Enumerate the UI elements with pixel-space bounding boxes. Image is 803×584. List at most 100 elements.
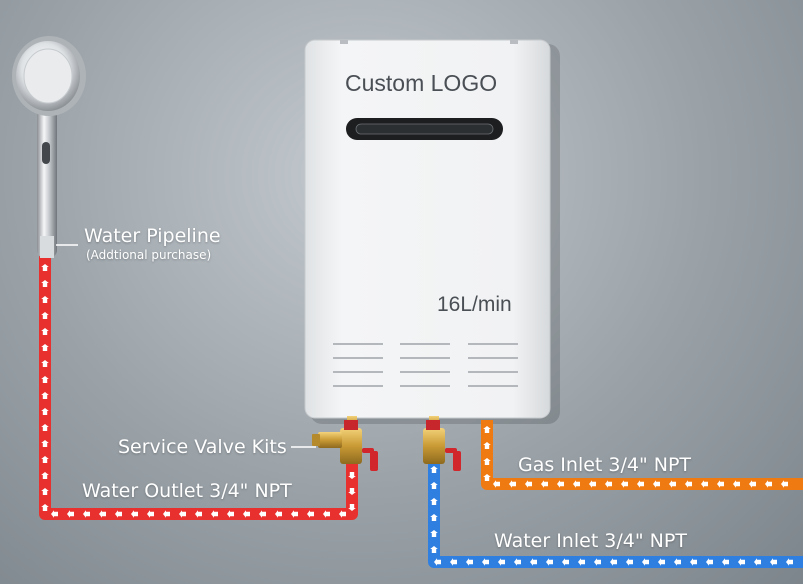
flow-arrow-icon — [83, 510, 90, 518]
flow-arrow-icon — [605, 480, 612, 488]
flow-arrow-icon — [41, 312, 49, 319]
flow-arrow-icon — [51, 510, 58, 518]
flow-arrow-icon — [466, 558, 473, 566]
water-inlet-label: Water Inlet 3/4" NPT — [494, 530, 687, 552]
flow-arrow-icon — [41, 456, 49, 463]
flow-arrow-icon — [706, 558, 713, 566]
flow-arrow-icon — [41, 344, 49, 351]
flow-arrow-icon — [786, 558, 793, 566]
flow-arrow-icon — [653, 480, 660, 488]
flow-arrow-icon — [41, 280, 49, 287]
flow-arrow-icon — [530, 558, 537, 566]
flow-arrow-icon — [514, 558, 521, 566]
valve-icon — [312, 420, 378, 471]
flow-arrow-icon — [41, 440, 49, 447]
flow-arrow-icon — [621, 480, 628, 488]
flow-arrow-icon — [578, 558, 585, 566]
flow-arrow-icon — [722, 558, 729, 566]
flow-arrow-icon — [685, 480, 692, 488]
flow-arrow-icon — [754, 558, 761, 566]
flow-arrow-icon — [41, 360, 49, 367]
flow-arrow-icon — [41, 264, 49, 271]
flow-arrow-icon — [525, 480, 532, 488]
flow-arrow-icon — [41, 504, 49, 511]
flow-arrow-icon — [482, 558, 489, 566]
water-outlet-label: Water Outlet 3/4" NPT — [82, 480, 292, 502]
flow-arrow-icon — [348, 504, 356, 511]
flow-arrow-icon — [291, 510, 298, 518]
flow-arrow-icon — [259, 510, 266, 518]
flow-arrows — [41, 264, 793, 566]
flow-arrow-icon — [430, 546, 438, 553]
water-pipeline-label: Water Pipeline — [84, 225, 221, 247]
flow-arrow-icon — [227, 510, 234, 518]
flow-arrow-icon — [483, 426, 491, 433]
flow-arrow-icon — [67, 510, 74, 518]
flow-rate-text: 16L/min — [437, 293, 512, 316]
flow-arrow-icon — [546, 558, 553, 566]
gas-inlet-label: Gas Inlet 3/4" NPT — [518, 454, 692, 476]
flow-arrow-icon — [41, 408, 49, 415]
flow-arrow-icon — [434, 558, 441, 566]
flow-arrow-icon — [483, 458, 491, 465]
vent-grille — [333, 343, 518, 387]
flow-arrow-icon — [275, 510, 282, 518]
flow-arrow-icon — [41, 328, 49, 335]
flow-arrow-icon — [541, 480, 548, 488]
flow-arrow-icon — [41, 424, 49, 431]
flow-arrow-icon — [115, 510, 122, 518]
flow-arrow-icon — [348, 472, 356, 479]
flow-arrow-icon — [450, 558, 457, 566]
flow-arrow-icon — [770, 558, 777, 566]
flow-arrow-icon — [498, 558, 505, 566]
flow-arrow-icon — [658, 558, 665, 566]
flow-arrow-icon — [243, 510, 250, 518]
flow-arrow-icon — [781, 480, 788, 488]
flow-arrow-icon — [701, 480, 708, 488]
flow-arrow-icon — [179, 510, 186, 518]
flow-arrow-icon — [430, 466, 438, 473]
flow-arrow-icon — [589, 480, 596, 488]
flow-arrow-icon — [483, 474, 491, 481]
flow-arrow-icon — [610, 558, 617, 566]
flow-arrow-icon — [163, 510, 170, 518]
flow-arrow-icon — [594, 558, 601, 566]
flow-arrow-icon — [430, 498, 438, 505]
flow-arrow-icon — [41, 472, 49, 479]
flow-arrow-icon — [562, 558, 569, 566]
flow-arrow-icon — [195, 510, 202, 518]
flow-arrow-icon — [131, 510, 138, 518]
flow-arrow-icon — [690, 558, 697, 566]
flow-arrow-icon — [483, 442, 491, 449]
flow-arrow-icon — [493, 480, 500, 488]
flow-arrow-icon — [323, 510, 330, 518]
flow-arrow-icon — [99, 510, 106, 518]
shower-head-icon — [12, 36, 86, 258]
flow-arrow-icon — [41, 376, 49, 383]
flow-arrow-icon — [430, 482, 438, 489]
logo-text: Custom LOGO — [345, 70, 498, 96]
valve-icon — [423, 420, 461, 471]
flow-arrow-icon — [765, 480, 772, 488]
flow-arrow-icon — [348, 488, 356, 495]
flow-arrow-icon — [573, 480, 580, 488]
flow-arrow-icon — [738, 558, 745, 566]
gas-pipe — [481, 420, 803, 490]
flow-arrow-icon — [41, 488, 49, 495]
flow-arrow-icon — [339, 510, 346, 518]
flow-arrow-icon — [557, 480, 564, 488]
service-valve-kits-label: Service Valve Kits — [118, 436, 287, 458]
water-pipeline-note: (Addtional purchase) — [86, 248, 212, 262]
flow-arrow-icon — [626, 558, 633, 566]
flow-arrow-icon — [211, 510, 218, 518]
flow-arrow-icon — [147, 510, 154, 518]
flow-arrow-icon — [749, 480, 756, 488]
flow-arrow-icon — [637, 480, 644, 488]
flow-arrow-icon — [674, 558, 681, 566]
flow-arrow-icon — [717, 480, 724, 488]
flow-arrow-icon — [669, 480, 676, 488]
flow-arrow-icon — [41, 296, 49, 303]
flow-arrow-icon — [41, 392, 49, 399]
flow-arrow-icon — [307, 510, 314, 518]
flow-arrow-icon — [430, 514, 438, 521]
